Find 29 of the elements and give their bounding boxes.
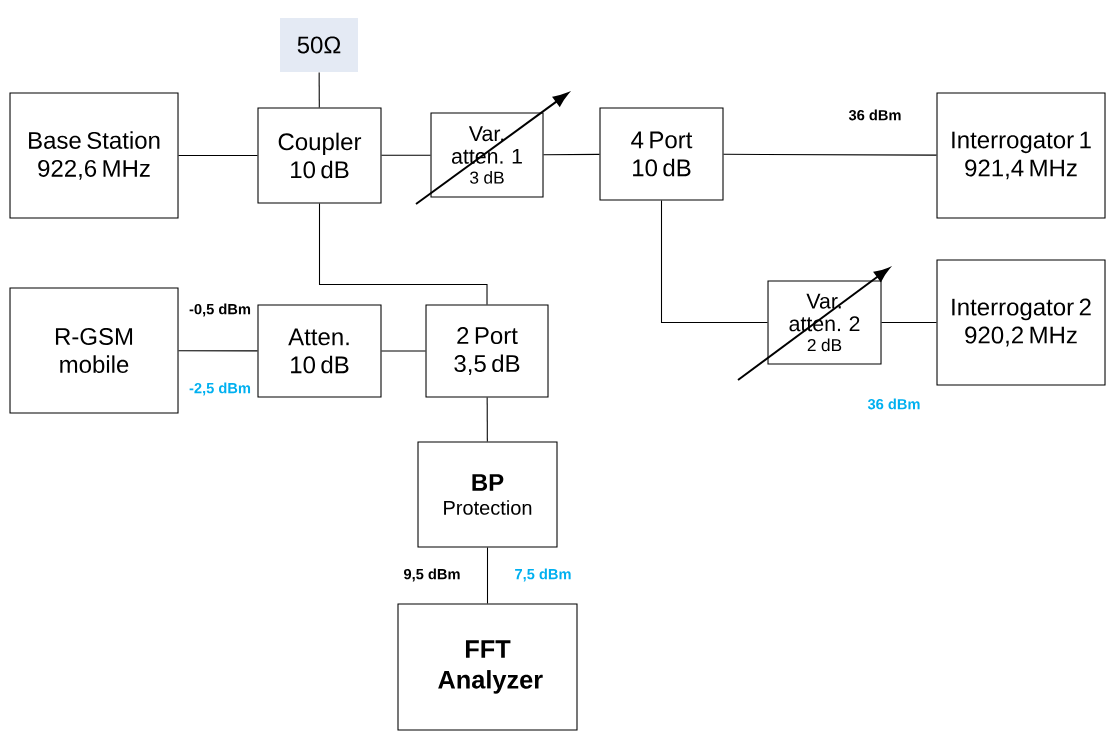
- process-box: Coupler 10 dB: [257, 107, 382, 204]
- process-box: R-GSM mobile: [9, 287, 179, 414]
- terminator-box: 50Ω: [280, 18, 358, 72]
- power-level-label: 36 dBm: [848, 109, 901, 121]
- process-box: 2 Port 3,5 dB: [425, 304, 549, 398]
- process-box: Interrogator 1 921,4 MHz: [936, 92, 1106, 219]
- process-box: 4 Port 10 dB: [599, 107, 724, 201]
- connector-line: [486, 397, 488, 442]
- connector-line: [486, 547, 489, 604]
- power-level-label: 7,5 dBm: [515, 568, 571, 582]
- power-level-label: 9,5 dBm: [404, 568, 460, 582]
- analyzer-box: FFT Analyzer: [397, 603, 578, 731]
- process-box: Atten. 10 dB: [257, 304, 382, 398]
- power-level-label: -2,5 dBm: [189, 382, 251, 396]
- connector-line: [318, 72, 320, 108]
- process-box: Base Station 922,6 MHz: [9, 92, 179, 219]
- power-level-label: 36 dBm: [867, 398, 920, 410]
- connector-line: [381, 154, 431, 156]
- connector-line: [178, 154, 258, 157]
- process-box: Interrogator 2 920,2 MHz: [936, 259, 1106, 386]
- filter-box: BP Protection: [417, 441, 558, 548]
- connector-line: [178, 350, 258, 352]
- connector-line: [660, 200, 768, 324]
- connector-line: [381, 350, 426, 352]
- power-level-label: -0,5 dBm: [189, 303, 251, 317]
- connector-line: [543, 153, 600, 156]
- connector-line: [881, 321, 937, 324]
- connector-line: [318, 203, 488, 305]
- connector-line: [723, 153, 937, 156]
